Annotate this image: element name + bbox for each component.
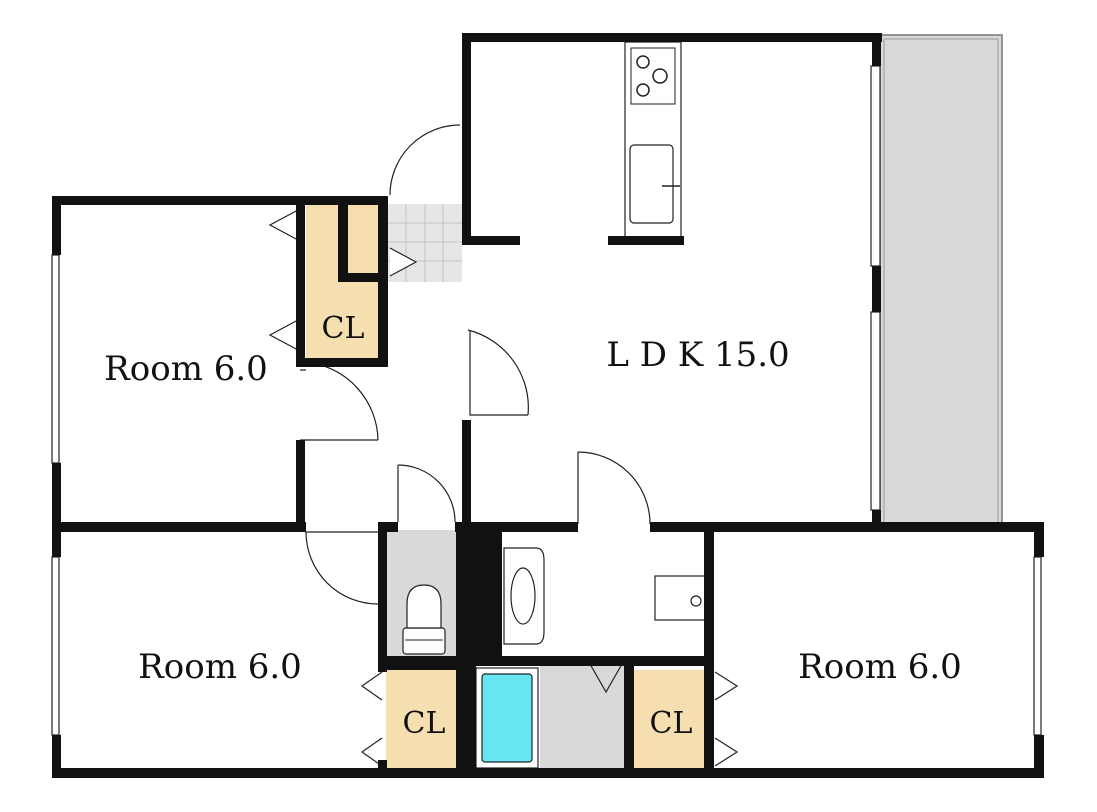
kitchen-counter [624, 41, 682, 239]
closet-label-nw: CL [322, 311, 365, 346]
washing-machine-space [654, 575, 706, 621]
washbasin-icon [503, 547, 545, 645]
closet-doors [268, 209, 739, 767]
stove-burner-icon [652, 68, 668, 84]
toilet-icon [402, 584, 446, 655]
balcony [879, 34, 1003, 526]
bathtub [475, 667, 539, 769]
stove-burner-icon [636, 55, 650, 69]
stove-burner-icon [636, 83, 650, 97]
kitchen-sink-icon [629, 144, 674, 224]
room-label-ldk: L D K 15.0 [606, 335, 789, 375]
room-label-se: Room 6.0 [798, 647, 962, 687]
closet-label-sw: CL [403, 706, 446, 741]
room-label-sw: Room 6.0 [138, 647, 302, 687]
room-label-nw: Room 6.0 [104, 349, 268, 389]
walls [52, 33, 1044, 778]
door-swings [304, 124, 651, 694]
closet-fills [306, 204, 711, 770]
closet-label-se: CL [650, 706, 693, 741]
